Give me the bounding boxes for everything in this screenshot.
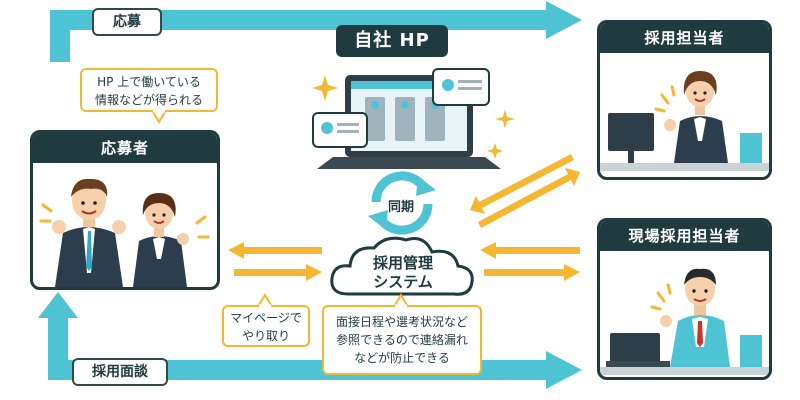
system-cloud: [330, 236, 474, 296]
company-hp-title: 自社 HP: [336, 25, 448, 57]
system-label-line2: システム: [373, 273, 433, 291]
applicant-card: 応募者: [30, 130, 220, 290]
recruiter-illustration: [600, 71, 769, 171]
interview-flow-label: 採用面談: [72, 358, 168, 386]
field-recruiter-card: 現場採用担当者: [597, 218, 772, 380]
apply-flow-text: 応募: [113, 14, 141, 30]
system-callout-line1: 面接日程や選考状況など: [335, 315, 468, 329]
hp-callout-line2: 情報などが得られる: [94, 93, 203, 107]
field-recruiter-title: 現場採用担当者: [600, 221, 769, 251]
mypage-callout-line1: マイページで: [230, 311, 302, 325]
recruiter-title: 採用担当者: [600, 23, 769, 53]
hp-info-callout: HP 上で働いている 情報などが得られる: [80, 68, 218, 112]
system-callout-line3: などが防止できる: [354, 351, 450, 365]
hp-callout-line1: HP 上で働いている: [97, 75, 201, 89]
recruiter-card: 採用担当者: [597, 20, 772, 180]
system-label: 採用管理 システム: [358, 254, 448, 292]
mypage-callout: マイページで やり取り: [222, 305, 310, 347]
apply-flow-label: 応募: [92, 8, 162, 36]
system-info-callout: 面接日程や選考状況など 参照できるので連絡漏れ などが防止できる: [322, 305, 482, 375]
hp-callout-tail: [150, 110, 168, 124]
female-applicant-figure: [133, 193, 189, 287]
applicant-title: 応募者: [33, 133, 217, 163]
system-callout-line2: 参照できるので連絡漏れ: [336, 333, 468, 347]
male-applicant-figure: [52, 178, 126, 287]
applicants-illustration: [39, 178, 210, 287]
applicant-system-arrows: [228, 242, 322, 281]
sparkle-lines: [39, 203, 210, 239]
company-hp-text: 自社 HP: [354, 30, 430, 51]
mypage-callout-tail: [256, 293, 274, 307]
sync-label: 同期: [388, 200, 415, 215]
field-system-arrows: [480, 242, 580, 281]
system-callout-tail: [392, 293, 410, 307]
sync-icon: [368, 171, 436, 235]
laptop-illustration: [312, 68, 515, 169]
mypage-callout-line2: やり取り: [241, 329, 290, 343]
field-recruiter-illustration: [600, 268, 769, 375]
recruiter-system-arrows: [470, 154, 580, 228]
interview-flow-text: 採用面談: [92, 364, 148, 380]
system-label-line1: 採用管理: [372, 254, 433, 272]
